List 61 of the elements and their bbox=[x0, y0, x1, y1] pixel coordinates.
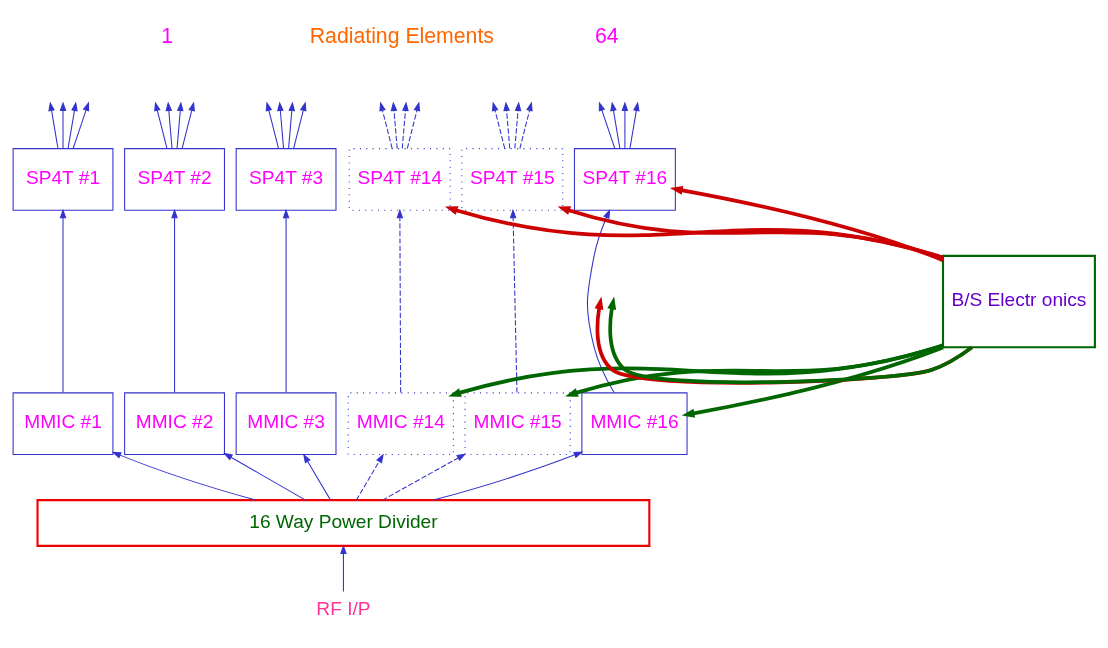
arrow bbox=[223, 452, 307, 501]
label: Radiating Elements bbox=[309, 23, 494, 48]
arrow bbox=[503, 101, 511, 150]
arrow bbox=[598, 101, 616, 150]
arrow bbox=[111, 451, 257, 501]
arrow bbox=[176, 101, 184, 150]
arrow bbox=[491, 101, 506, 150]
node-text: RF I/P bbox=[316, 598, 371, 620]
node-box: SP4T #14 bbox=[348, 148, 451, 211]
node-box: MMIC #3 bbox=[235, 392, 337, 456]
arrow bbox=[59, 101, 67, 150]
node-box: SP4T #3 bbox=[235, 148, 337, 211]
arrow bbox=[396, 208, 404, 393]
node-box: MMIC #1 bbox=[12, 392, 114, 456]
label: 1 bbox=[161, 23, 174, 48]
arrow bbox=[72, 101, 90, 150]
node-box: 16 Way Power Divider bbox=[36, 499, 651, 547]
arrow bbox=[277, 101, 285, 150]
arrow bbox=[293, 101, 307, 150]
arrow bbox=[265, 101, 280, 150]
arrow bbox=[390, 101, 398, 150]
arrow bbox=[379, 101, 393, 150]
node-box: SP4T #2 bbox=[124, 148, 225, 211]
arrow bbox=[154, 101, 168, 150]
arrow bbox=[629, 101, 640, 150]
arrow bbox=[444, 206, 944, 260]
arrow bbox=[303, 453, 331, 501]
arrow bbox=[181, 101, 195, 150]
node-box: SP4T #16 bbox=[573, 148, 676, 211]
arrow bbox=[514, 101, 522, 150]
arrow bbox=[401, 101, 409, 150]
arrow bbox=[67, 101, 78, 150]
node-box: MMIC #2 bbox=[124, 392, 225, 456]
arrow bbox=[557, 206, 944, 260]
arrow bbox=[610, 101, 621, 150]
arrow bbox=[355, 453, 384, 501]
node-box: B/S Electr onics bbox=[941, 254, 1096, 349]
arrow bbox=[59, 208, 67, 393]
node-box: MMIC #15 bbox=[464, 392, 571, 456]
label: 64 bbox=[595, 23, 619, 48]
arrow bbox=[340, 544, 347, 592]
arrow bbox=[382, 453, 467, 501]
arrow bbox=[565, 343, 944, 397]
arrow bbox=[448, 343, 944, 397]
arrow bbox=[509, 208, 518, 393]
arrow bbox=[669, 185, 944, 263]
arrow bbox=[48, 101, 59, 150]
node-box: SP4T #1 bbox=[12, 148, 114, 211]
arrow bbox=[432, 451, 584, 501]
arrow bbox=[681, 345, 944, 418]
node-box: SP4T #15 bbox=[461, 148, 564, 211]
arrow bbox=[406, 101, 421, 150]
arrow bbox=[586, 209, 615, 394]
arrow bbox=[519, 101, 533, 150]
node-box: MMIC #16 bbox=[581, 392, 688, 456]
arrow bbox=[282, 208, 290, 393]
node-box: MMIC #14 bbox=[347, 392, 454, 456]
arrow bbox=[621, 101, 629, 150]
arrow bbox=[165, 101, 173, 150]
arrow bbox=[288, 101, 296, 150]
arrow bbox=[171, 208, 178, 393]
